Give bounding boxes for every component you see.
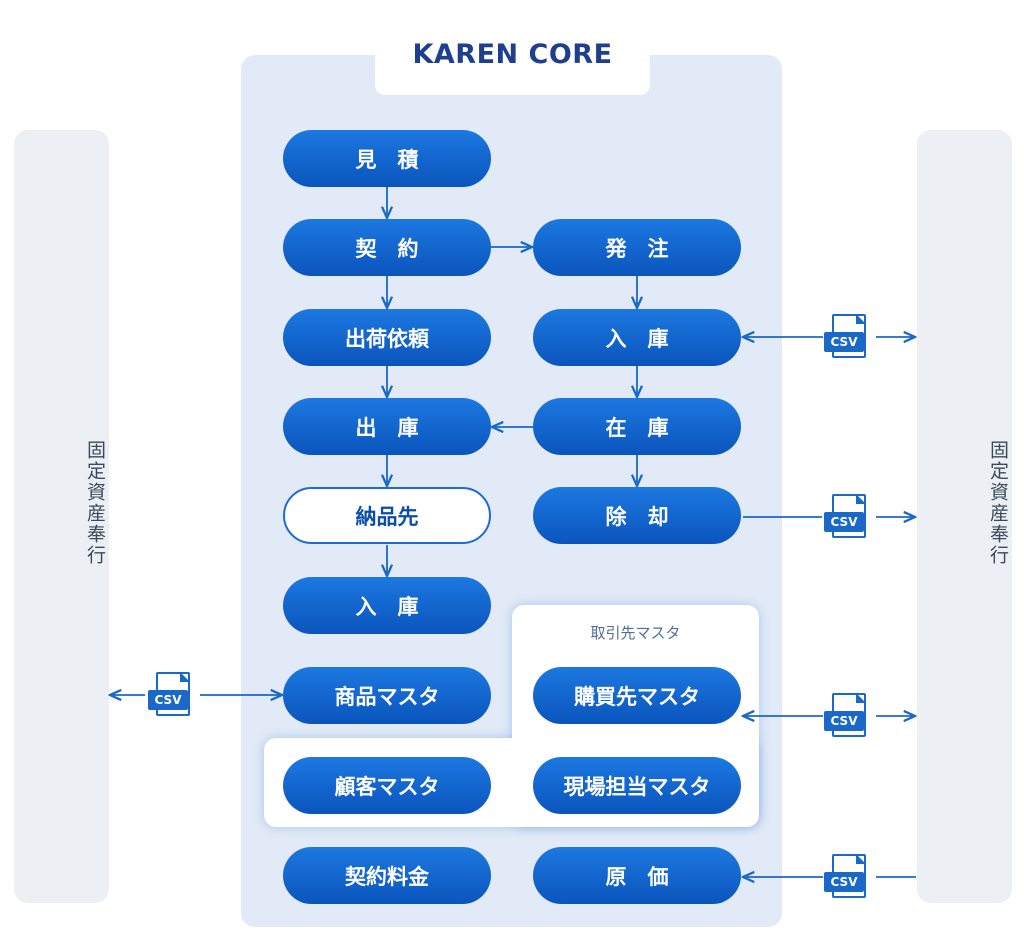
node-mitsumori: 見 積 — [283, 130, 491, 187]
logo-tab: KAREN CORE — [375, 25, 650, 95]
partner-master-title: 取引先マスタ — [590, 624, 681, 642]
logo: KAREN CORE — [412, 39, 613, 70]
left-side-panel: 固定資産奉行 — [14, 130, 109, 903]
node-nohinsaki: 納品先 — [283, 487, 491, 544]
csv-label: CSV — [148, 690, 188, 710]
node-nyuko-purchase: 入 庫 — [533, 309, 741, 366]
node-genka: 原 価 — [533, 847, 741, 904]
node-konyusaki-master: 購買先マスタ — [533, 667, 741, 724]
right-side-panel: 固定資産奉行 — [917, 130, 1012, 903]
node-shukko: 出 庫 — [283, 398, 491, 455]
node-kokyaku-master: 顧客マスタ — [283, 757, 491, 814]
node-shukka-irai: 出荷依頼 — [283, 309, 491, 366]
csv-file-icon: CSV — [822, 494, 876, 544]
node-nyuko-delivery: 入 庫 — [283, 577, 491, 634]
csv-label: CSV — [824, 512, 864, 532]
node-keiyaku-ryokin: 契約料金 — [283, 847, 491, 904]
node-hacchu: 発 注 — [533, 219, 741, 276]
node-keiyaku: 契 約 — [283, 219, 491, 276]
node-genba-tanto-master: 現場担当マスタ — [533, 757, 741, 814]
node-jokyaku: 除 却 — [533, 487, 741, 544]
csv-file-icon: CSV — [146, 672, 200, 722]
csv-file-icon: CSV — [822, 693, 876, 743]
csv-label: CSV — [824, 332, 864, 352]
right-side-label: 固定資産奉行 — [987, 440, 1009, 566]
csv-file-icon: CSV — [822, 854, 876, 904]
node-shohin-master: 商品マスタ — [283, 667, 491, 724]
csv-file-icon: CSV — [822, 314, 876, 364]
node-zaiko: 在 庫 — [533, 398, 741, 455]
csv-label: CSV — [824, 711, 864, 731]
left-side-label: 固定資産奉行 — [84, 440, 106, 566]
csv-label: CSV — [824, 872, 864, 892]
